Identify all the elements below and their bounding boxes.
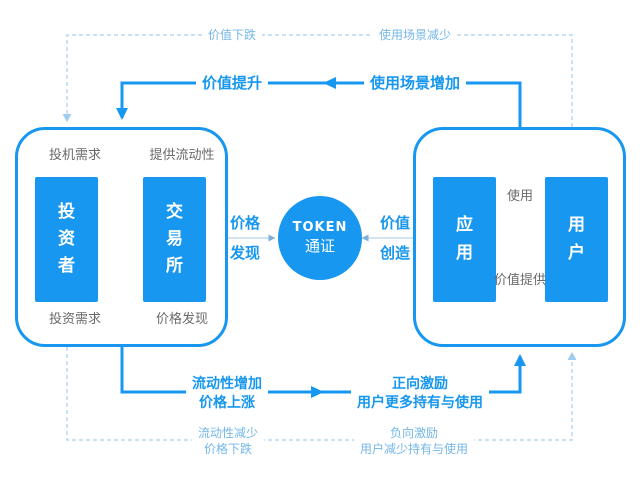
price-discovery-bold-label: 价格 发现	[229, 214, 261, 262]
investment-demand-label: 投资需求	[48, 312, 102, 328]
value-provision-label: 价值提供	[493, 273, 547, 289]
top-mid-arrowhead	[323, 77, 336, 89]
provide-liquidity-label: 提供流动性	[149, 148, 215, 164]
value-decline-label: 价值下跌	[201, 26, 263, 44]
usage-decrease-label: 使用场景减少	[372, 26, 458, 44]
usage-decrease-dashed-path	[62, 34, 573, 127]
usage-increase-label: 使用场景增加	[363, 72, 467, 94]
negative-incentive-dashed-path	[66, 347, 577, 441]
app-box-label: 应用	[456, 215, 473, 263]
investor-box: 投资者	[35, 177, 98, 302]
speculative-demand-label: 投机需求	[48, 148, 102, 164]
exchange-box: 交易所	[143, 177, 206, 302]
token-circle-subtitle: 通证	[304, 236, 335, 255]
bottom-mid-arrowhead	[311, 386, 324, 398]
positive-incentive-label: 正向激励 用户更多持有与使用	[351, 375, 489, 413]
app-box: 应用	[433, 177, 496, 302]
price-discovery-label: 价格发现	[155, 312, 209, 328]
liquidity-decrease-label: 流动性减少 价格下跌	[191, 424, 265, 458]
liquidity-increase-label: 流动性增加 价格上涨	[186, 375, 268, 413]
token-circle: TOKEN 通证	[278, 196, 362, 280]
token-circle-title: TOKEN	[292, 219, 348, 235]
value-creation-bold-label: 价值 创造	[379, 214, 411, 262]
exchange-box-label: 交易所	[166, 201, 183, 277]
use-label: 使用	[506, 189, 534, 205]
value-increase-solid-path	[116, 81, 522, 127]
value-increase-label: 价值提升	[195, 72, 269, 94]
user-box-label: 用户	[568, 215, 585, 263]
user-box: 用户	[545, 177, 608, 302]
investor-box-label: 投资者	[58, 201, 75, 277]
negative-incentive-label: 负向激励 用户减少持有与使用	[353, 424, 475, 458]
